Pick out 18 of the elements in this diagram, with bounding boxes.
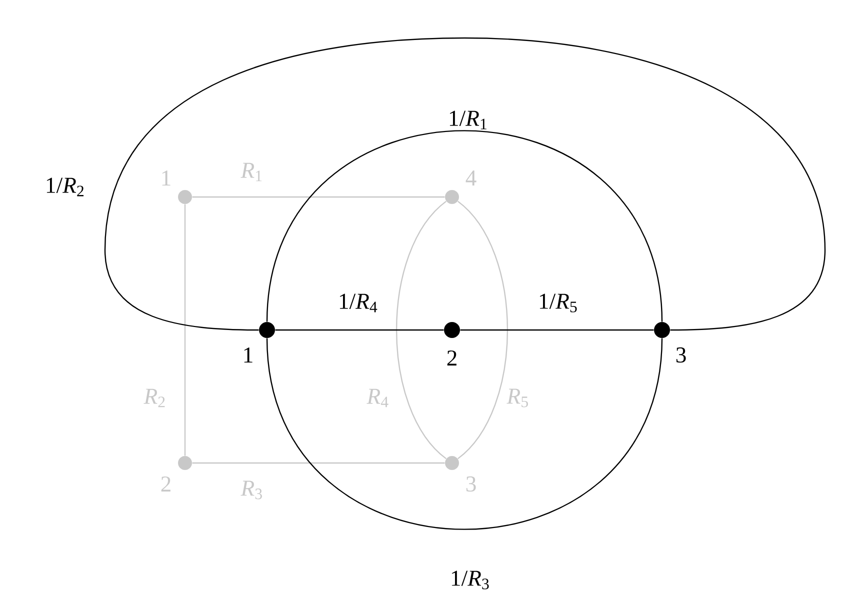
- edge-label: 1/R$_{4}$: [340, 294, 378, 312]
- connector: [266, 338, 663, 530]
- connector: [192, 196, 445, 198]
- connector: [460, 329, 654, 331]
- edge-label: 1/R$_{5}$: [540, 294, 577, 312]
- connector: [192, 462, 445, 464]
- node-number: 1: [244, 348, 252, 362]
- connector: [184, 204, 186, 456]
- connector: [275, 329, 444, 331]
- node-number: 2: [447, 350, 456, 366]
- edge-label: 1/R$_{1}$: [450, 110, 486, 130]
- edge-label: 1/R$_{2}$: [46, 178, 84, 196]
- connector: [396, 200, 447, 460]
- edge-label: 1/R$_{3}$: [452, 570, 489, 590]
- node-number: 3: [676, 347, 686, 363]
- connector: [266, 130, 663, 322]
- connector: [104, 37, 826, 331]
- connector: [457, 200, 508, 460]
